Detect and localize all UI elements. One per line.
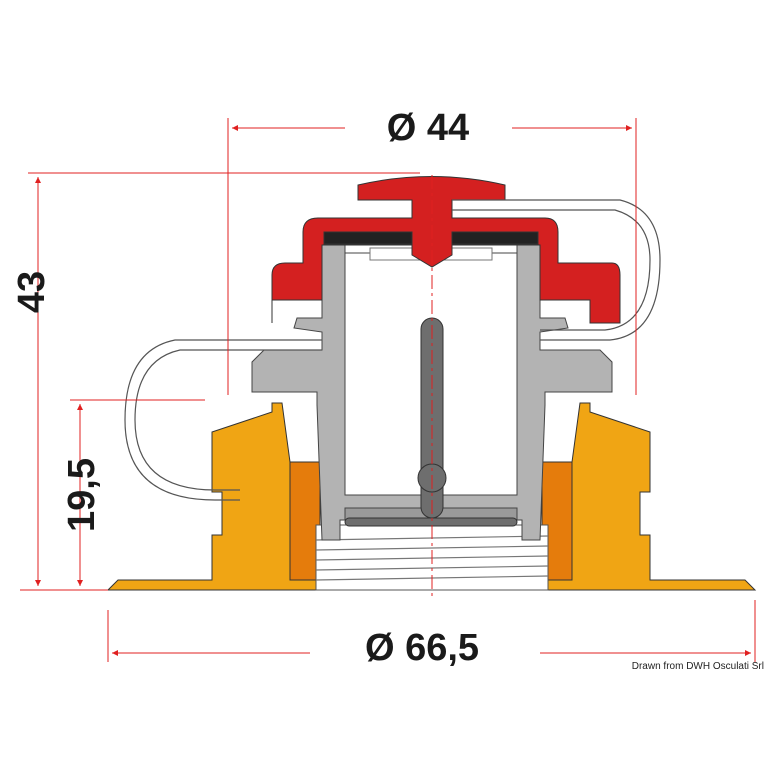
dimension-lines [20,118,756,662]
red-cap [271,176,621,324]
dimension-total-height: 43 [11,271,53,313]
dimension-lower-height: 19,5 [61,458,103,532]
credit-text: Drawn from DWH Osculati Srl [631,661,764,672]
dimension-base-diameter: Ø 66,5 [365,627,479,669]
tether-strap [124,199,661,501]
dimension-top-diameter: Ø 44 [387,107,469,149]
orange-nut [106,402,757,591]
